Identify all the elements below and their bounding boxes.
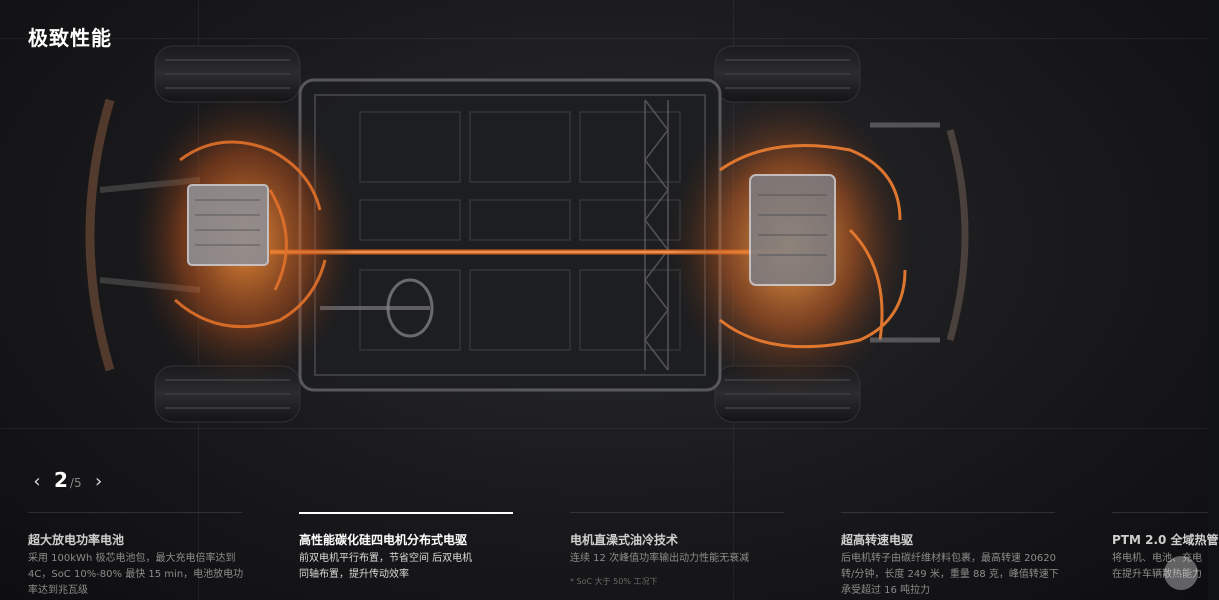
feature-progress-bar <box>299 512 513 514</box>
rear-motor-unit <box>749 174 836 286</box>
grid-line <box>0 38 1208 39</box>
slide-pager: ‹ 2 /5 › <box>30 468 106 492</box>
next-slide-icon[interactable]: › <box>95 471 103 492</box>
front-motor-unit <box>187 184 269 266</box>
feature-title: 高性能碳化硅四电机分布式电驱 <box>299 533 468 547</box>
page-title: 极致性能 <box>28 26 112 50</box>
feature-footnote: * SoC 大于 50% 工况下 <box>570 577 658 586</box>
scroll-button[interactable] <box>1164 556 1198 590</box>
feature-description: 前双电机平行布置，节省空间 后双电机同轴布置，提升传动效率 <box>299 553 473 580</box>
feature-title: PTM 2.0 全域热管 <box>1112 533 1219 547</box>
feature-item[interactable]: 高性能碳化硅四电机分布式电驱 前双电机平行布置，节省空间 后双电机同轴布置，提升… <box>299 508 539 600</box>
feature-title: 电机直澡式油冷技术 <box>570 533 679 547</box>
feature-title: 超大放电功率电池 <box>28 533 125 547</box>
feature-carousel: 超大放电功率电池 采用 100kWh 极芯电池包，最大充电倍率达到 4C，SoC… <box>0 508 1219 600</box>
feature-description: 采用 100kWh 极芯电池包，最大充电倍率达到 4C，SoC 10%-80% … <box>28 553 244 596</box>
feature-title: 超高转速电驱 <box>841 533 914 547</box>
feature-progress-bar <box>1112 512 1208 513</box>
grid-line <box>0 428 1208 429</box>
ev-chassis-illustration <box>85 45 969 423</box>
total-slides: /5 <box>69 476 82 490</box>
feature-progress-bar <box>28 512 242 513</box>
feature-description: 连续 12 次峰值功率输出动力性能无衰减 <box>570 553 750 564</box>
current-slide-number: 2 <box>54 468 68 492</box>
feature-item[interactable]: 电机直澡式油冷技术 连续 12 次峰值功率输出动力性能无衰减 * SoC 大于 … <box>570 508 810 600</box>
feature-description: 将电机、电池、充电 在提升车辆散热能力 <box>1112 553 1202 580</box>
feature-progress-bar <box>841 512 1055 513</box>
prev-slide-icon[interactable]: ‹ <box>33 471 41 492</box>
feature-item[interactable]: 超高转速电驱 后电机转子由碳纤维材料包裹，最高转速 20620 转/分钟，长度 … <box>841 508 1081 600</box>
feature-description: 后电机转子由碳纤维材料包裹，最高转速 20620 转/分钟，长度 249 米，重… <box>841 553 1059 596</box>
feature-item[interactable]: PTM 2.0 全域热管 将电机、电池、充电 在提升车辆散热能力 <box>1112 508 1219 600</box>
feature-item[interactable]: 超大放电功率电池 采用 100kWh 极芯电池包，最大充电倍率达到 4C，SoC… <box>28 508 268 600</box>
feature-progress-bar <box>570 512 784 513</box>
